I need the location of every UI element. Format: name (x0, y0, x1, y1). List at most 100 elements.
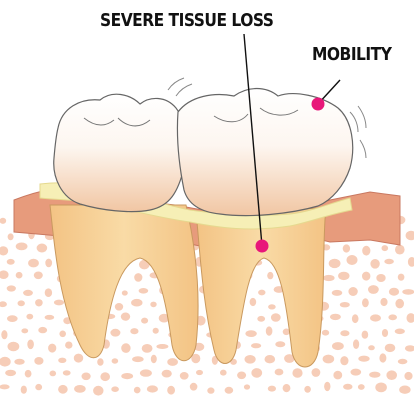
bone-spot (140, 369, 152, 376)
bone-spot (353, 339, 359, 349)
bone-spot (35, 299, 43, 306)
bone-spot (153, 328, 159, 334)
bone-spot (257, 316, 265, 322)
bone-spot (100, 372, 110, 381)
bone-spot (147, 385, 158, 392)
bone-spot (312, 368, 321, 377)
bone-spot (16, 272, 23, 279)
bone-spot (384, 259, 394, 264)
bone-spot (382, 329, 388, 337)
bone-spot (5, 370, 16, 376)
bone-spot (115, 303, 123, 311)
bone-spot (220, 370, 227, 376)
bone-spot (65, 342, 72, 349)
bone-spot (21, 328, 28, 333)
bone-spot (398, 359, 408, 364)
bone-spot (162, 370, 172, 378)
bone-spot (196, 370, 203, 375)
bone-spot (388, 314, 397, 320)
bone-spot (7, 342, 19, 351)
bone-spot (245, 330, 256, 337)
bone-spot (167, 386, 175, 395)
bone-spot (134, 273, 142, 282)
bone-spot (370, 314, 381, 321)
bone-spot (27, 340, 34, 350)
bone-spot (322, 330, 329, 336)
bone-spot (340, 356, 348, 365)
bone-spot (304, 386, 311, 393)
bone-spot (389, 288, 399, 296)
bone-spot (266, 326, 273, 335)
bone-spot (7, 259, 15, 265)
bone-spot (283, 384, 291, 392)
bone-spot (237, 372, 246, 380)
bone-spot (368, 285, 379, 294)
bone-spot (28, 259, 39, 268)
bone-spot (358, 384, 365, 390)
bone-spot (112, 358, 119, 363)
bone-spot (395, 329, 405, 335)
severe-tissue-loss-marker (256, 240, 269, 253)
bone-spot (58, 358, 66, 363)
bone-spot (45, 288, 52, 297)
bone-spot (347, 255, 358, 265)
bone-spot (382, 245, 389, 251)
bone-spot (340, 302, 350, 307)
bone-spot (50, 371, 57, 377)
bone-spot (48, 344, 56, 353)
bone-spot (332, 290, 343, 296)
bone-spot (7, 315, 18, 322)
bone-spot (130, 328, 138, 334)
bone-spot (121, 373, 133, 379)
bone-spot (323, 275, 335, 281)
bone-spot (369, 372, 380, 378)
bone-spot (343, 384, 352, 390)
bone-spot (1, 330, 7, 339)
bone-spot (151, 355, 157, 363)
bone-spot (180, 372, 189, 380)
bone-spot (111, 386, 119, 392)
bone-spot (132, 356, 144, 362)
bone-spot (122, 290, 128, 295)
bone-spot (35, 384, 42, 390)
bone-spot (7, 285, 16, 291)
bone-spot (362, 298, 369, 307)
bone-spot (324, 382, 330, 391)
bone-spot (251, 368, 262, 378)
bone-spot (380, 298, 387, 306)
bone-spot (379, 353, 386, 362)
bone-spot (375, 383, 387, 393)
bone-spot (74, 354, 83, 363)
bone-spot (142, 344, 153, 353)
bone-spot (139, 288, 149, 294)
bone-spot (58, 385, 68, 394)
bone-spot (26, 314, 33, 320)
bone-spot (23, 290, 33, 296)
bone-spot (14, 359, 24, 365)
bone-spot (267, 272, 273, 279)
bone-spot (398, 274, 405, 281)
bone-spot (121, 343, 130, 353)
bone-spot (207, 387, 214, 393)
bone-spot (45, 259, 52, 268)
bone-spot (292, 368, 302, 378)
mobility-marker (312, 98, 325, 111)
bone-spot (395, 299, 404, 309)
bone-spot (244, 384, 250, 389)
bone-spot (370, 259, 379, 269)
bone-spot (404, 372, 412, 380)
bone-spot (18, 300, 25, 306)
bone-spot (131, 299, 142, 307)
bone-spot (395, 245, 405, 255)
bone-spot (134, 387, 141, 394)
bone-spot (82, 373, 91, 381)
bone-spot (362, 331, 369, 339)
bone-spot (351, 369, 362, 376)
bone-spot (332, 342, 344, 350)
bone-spot (402, 289, 414, 295)
bone-spot (251, 343, 261, 348)
bone-spot (386, 370, 397, 380)
bone-spot (362, 272, 370, 281)
bone-spot (245, 355, 256, 364)
